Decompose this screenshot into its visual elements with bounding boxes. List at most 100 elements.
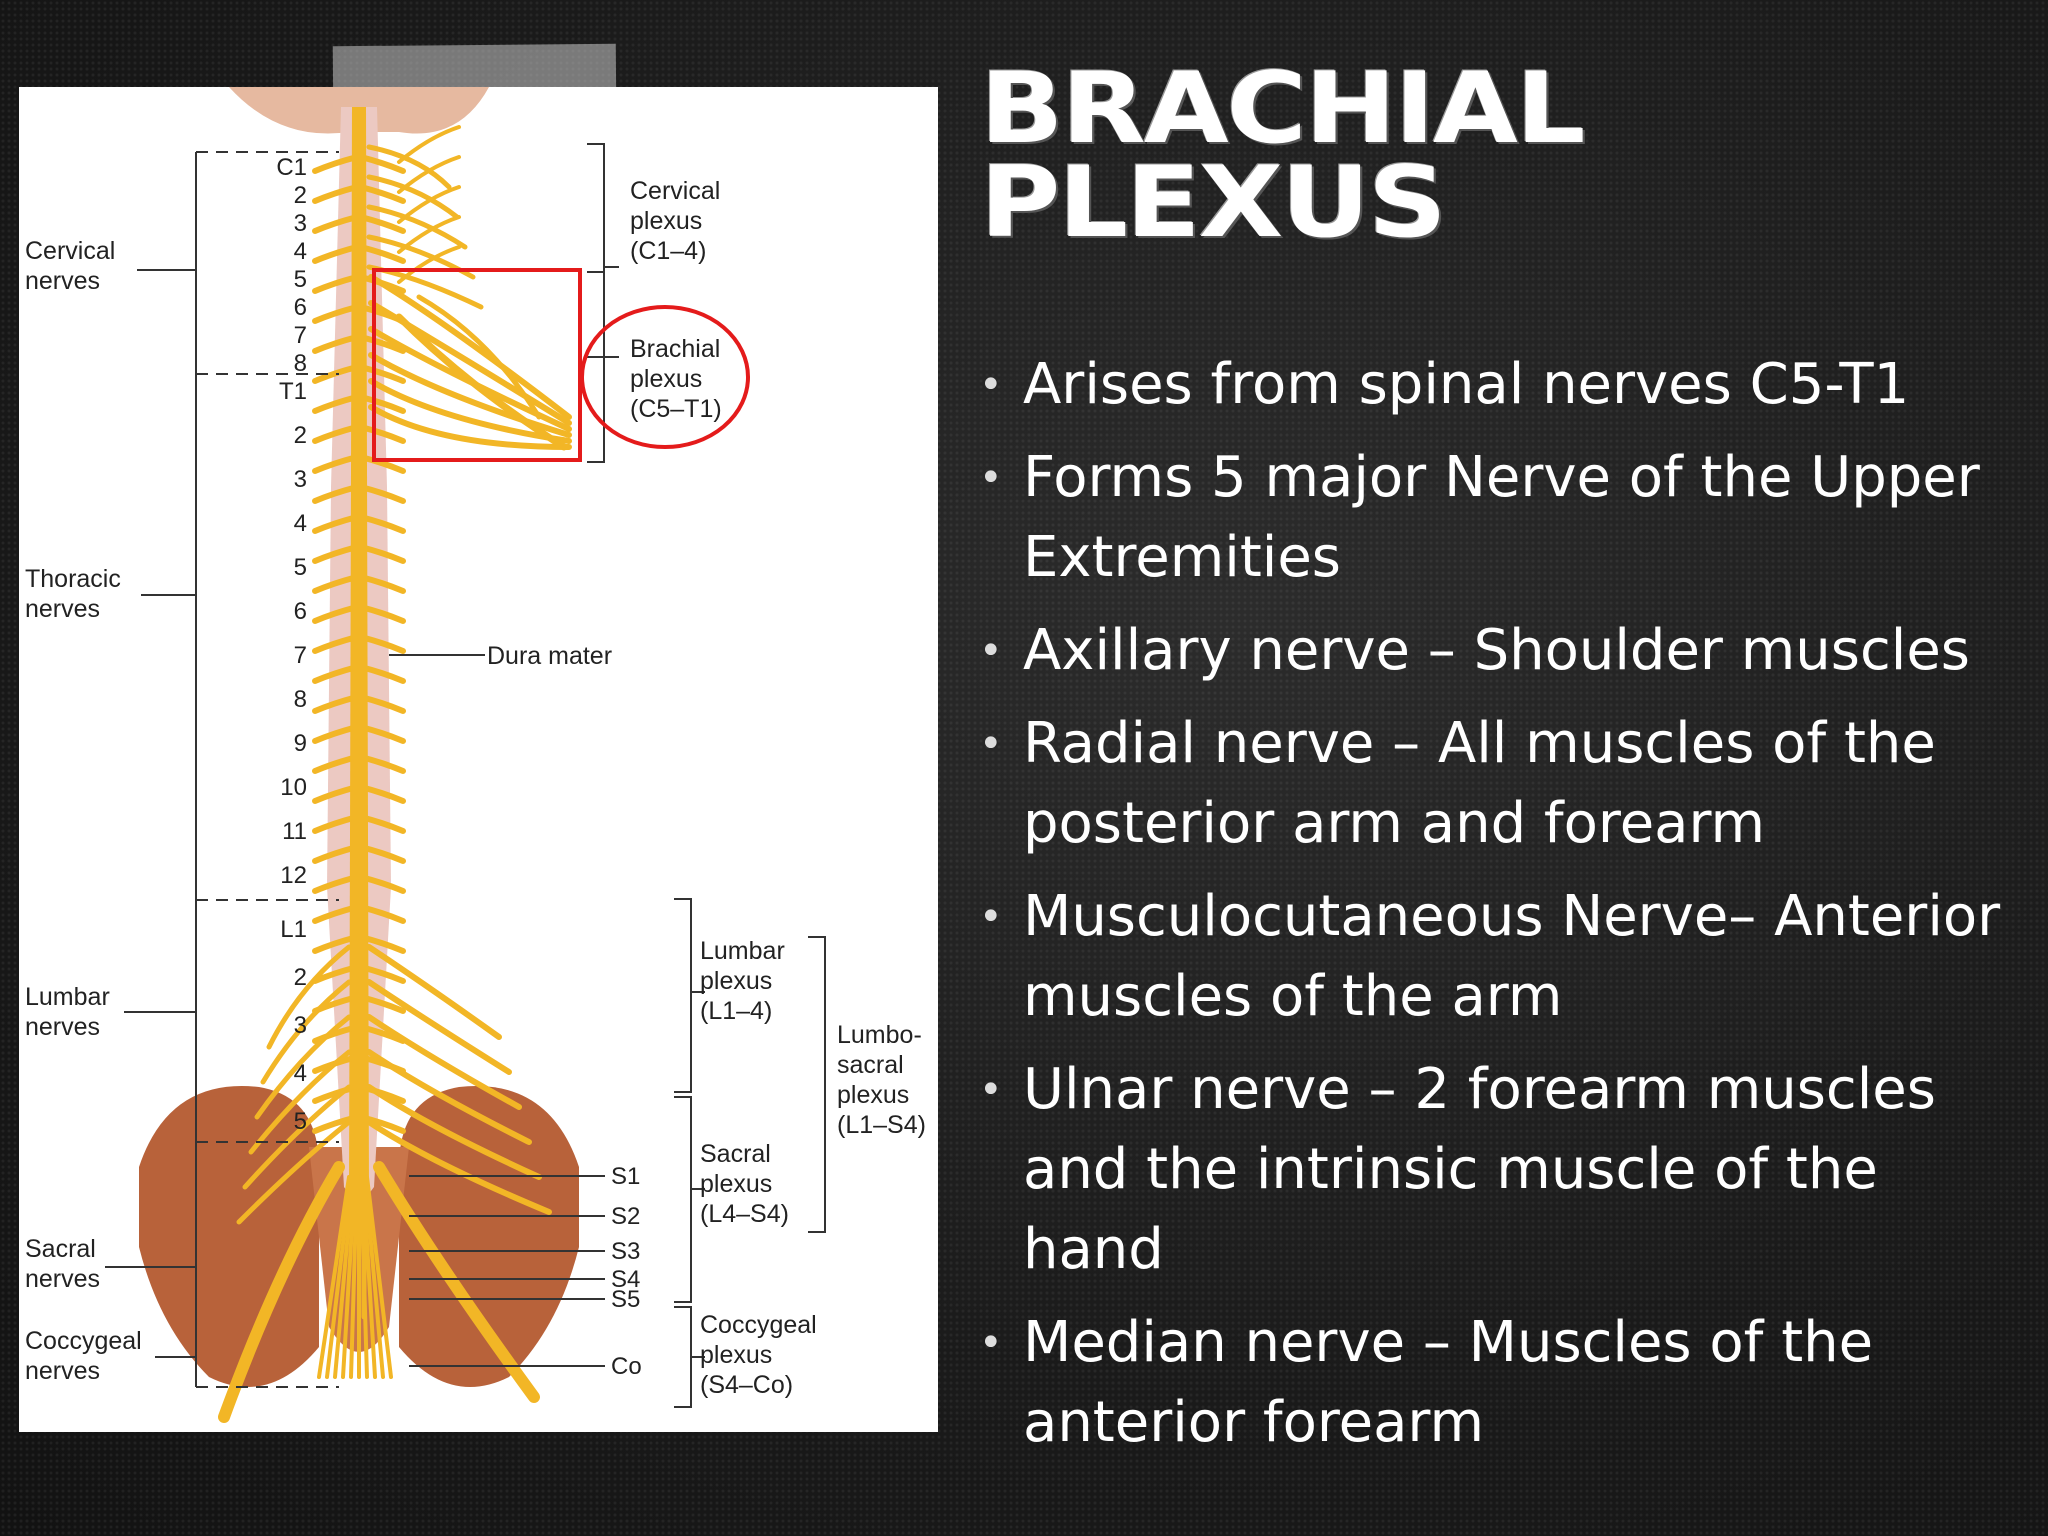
nerve-branch-1 xyxy=(358,154,406,174)
nerve-branch-21 xyxy=(358,454,406,474)
nerve-branch-77 xyxy=(368,300,572,426)
bullet-list: •Arises from spinal nerves C5-T1 •Forms … xyxy=(975,345,2015,1476)
nerve-branch-14 xyxy=(312,364,360,384)
nerve-branch-5 xyxy=(358,214,406,234)
nerve-branch-18 xyxy=(312,424,360,444)
segment-number-cervical-2: 3 xyxy=(294,210,307,237)
nerve-branch-55 xyxy=(358,964,406,984)
brachial-plexus-label-3: (C5–T1) xyxy=(630,395,722,423)
nerve-branch-29 xyxy=(358,574,406,594)
nerve-branch-75 xyxy=(397,245,461,284)
nerve-branch-10 xyxy=(312,304,360,324)
segment-number-cervical-6: 7 xyxy=(294,322,307,349)
nerve-branch-7 xyxy=(358,244,406,264)
nerve-branch-91 xyxy=(248,1049,352,1155)
segment-number-thoracic-6: 7 xyxy=(294,642,307,669)
nerve-branch-94 xyxy=(366,1119,552,1215)
nerve-branch-65 xyxy=(358,1114,406,1134)
nerve-branch-35 xyxy=(358,664,406,684)
bullet-text: Axillary nerve – Shoulder muscles xyxy=(1023,618,1970,683)
bullet-dot-icon: • xyxy=(979,362,1003,408)
nerve-branch-45 xyxy=(358,814,406,834)
nerve-branch-12 xyxy=(312,334,360,354)
brachial-plexus-bracket xyxy=(587,271,605,463)
nerve-branch-48 xyxy=(312,874,360,894)
diagram-svg: Cervical nerves Thoracic nerves Lumbar n… xyxy=(25,87,926,1423)
coccygeal-plexus-label-3: (S4–Co) xyxy=(700,1371,793,1399)
nerve-branch-51 xyxy=(358,904,406,924)
sacral-plexus-bracket xyxy=(674,1096,692,1303)
segment-number-lumbar-1: 2 xyxy=(294,964,307,991)
brachial-highlight-box xyxy=(372,268,582,462)
nerve-branch-105 xyxy=(365,1175,393,1379)
nerve-branch-96 xyxy=(317,1175,351,1379)
segment-number-thoracic-2: 3 xyxy=(294,466,307,493)
brachial-plexus-label-2: plexus xyxy=(630,365,702,393)
thoracic-nerves-label-2: nerves xyxy=(25,595,100,623)
nerve-branch-28 xyxy=(312,574,360,594)
nerve-branch-17 xyxy=(358,394,406,414)
nerve-branch-40 xyxy=(312,754,360,774)
nerve-branch-46 xyxy=(312,844,360,864)
nerve-branch-50 xyxy=(312,904,360,924)
bullet-dot-icon: • xyxy=(979,455,1003,501)
nerve-branch-90 xyxy=(366,1049,532,1145)
nerve-branch-81 xyxy=(368,404,572,450)
bullet-item: •Axillary nerve – Shoulder muscles xyxy=(975,611,2015,691)
nerve-branch-89 xyxy=(254,1014,352,1120)
cervical-plexus-label-3: (C1–4) xyxy=(630,237,706,265)
nerve-branch-4 xyxy=(312,214,360,234)
nerve-branch-30 xyxy=(312,604,360,624)
lumbosacral-plexus-label-2: sacral xyxy=(837,1051,904,1079)
segment-number-cervical-7: 8 xyxy=(294,350,307,377)
nerve-branch-39 xyxy=(358,724,406,744)
nerve-branch-32 xyxy=(312,634,360,654)
nerve-branch-15 xyxy=(358,364,406,384)
nerve-branch-16 xyxy=(312,394,360,414)
bullet-dot-icon: • xyxy=(979,721,1003,767)
lumbar-nerves-label-1: Lumbar xyxy=(25,983,110,1011)
lumbosacral-plexus-label-3: plexus xyxy=(837,1081,909,1109)
cervical-nerves-label-2: nerves xyxy=(25,267,100,295)
segment-number-thoracic-0: T1 xyxy=(279,378,307,405)
nerve-branch-43 xyxy=(358,784,406,804)
nerve-branch-33 xyxy=(358,634,406,654)
bullet-item: •Forms 5 major Nerve of the Upper Extrem… xyxy=(975,438,2015,598)
segment-number-thoracic-8: 9 xyxy=(294,730,307,757)
nerve-branch-92 xyxy=(366,1084,542,1180)
nerve-branch-52 xyxy=(312,934,360,954)
nerve-branch-106 xyxy=(373,1161,540,1403)
segment-number-thoracic-10: 11 xyxy=(282,818,307,845)
sacral-plexus-label-2: plexus xyxy=(700,1170,772,1198)
cervical-plexus-label-2: plexus xyxy=(630,207,702,235)
coccygeal-plexus-label-2: plexus xyxy=(700,1341,772,1369)
nerve-branch-84 xyxy=(366,944,502,1040)
nerve-branch-8 xyxy=(312,274,360,294)
segment-number-thoracic-1: 2 xyxy=(294,422,307,449)
nerve-branch-99 xyxy=(341,1175,357,1379)
nerve-branch-31 xyxy=(358,604,406,624)
nerve-branch-83 xyxy=(416,294,542,420)
nerve-branch-2 xyxy=(312,184,360,204)
nerve-branch-38 xyxy=(312,724,360,744)
nerve-branch-69 xyxy=(397,155,461,194)
nerve-branch-22 xyxy=(312,484,360,504)
bullet-item: •Arises from spinal nerves C5-T1 xyxy=(975,345,2015,425)
segment-number-thoracic-5: 6 xyxy=(294,598,307,625)
bullet-item: •Ulnar nerve – 2 forearm muscles and the… xyxy=(975,1050,2015,1290)
nerve-branch-57 xyxy=(358,994,406,1014)
sacral-level-label-3: S4 xyxy=(611,1266,640,1293)
nerve-branch-82 xyxy=(395,313,568,451)
nerve-branch-27 xyxy=(358,544,406,564)
nerve-branch-104 xyxy=(363,1175,385,1379)
nerve-branch-24 xyxy=(312,514,360,534)
spinal-nerve-branches xyxy=(218,125,572,1423)
bullet-text: Musculocutaneous Nerve– Anterior muscles… xyxy=(1023,884,2001,1029)
bullet-text: Median nerve – Muscles of the anterior f… xyxy=(1023,1310,1874,1455)
nerve-branch-93 xyxy=(242,1084,352,1190)
segment-number-thoracic-9: 10 xyxy=(280,774,307,801)
bullet-item: •Musculocutaneous Nerve– Anterior muscle… xyxy=(975,877,2015,1037)
bullet-text: Radial nerve – All muscles of the poster… xyxy=(1023,711,1936,856)
